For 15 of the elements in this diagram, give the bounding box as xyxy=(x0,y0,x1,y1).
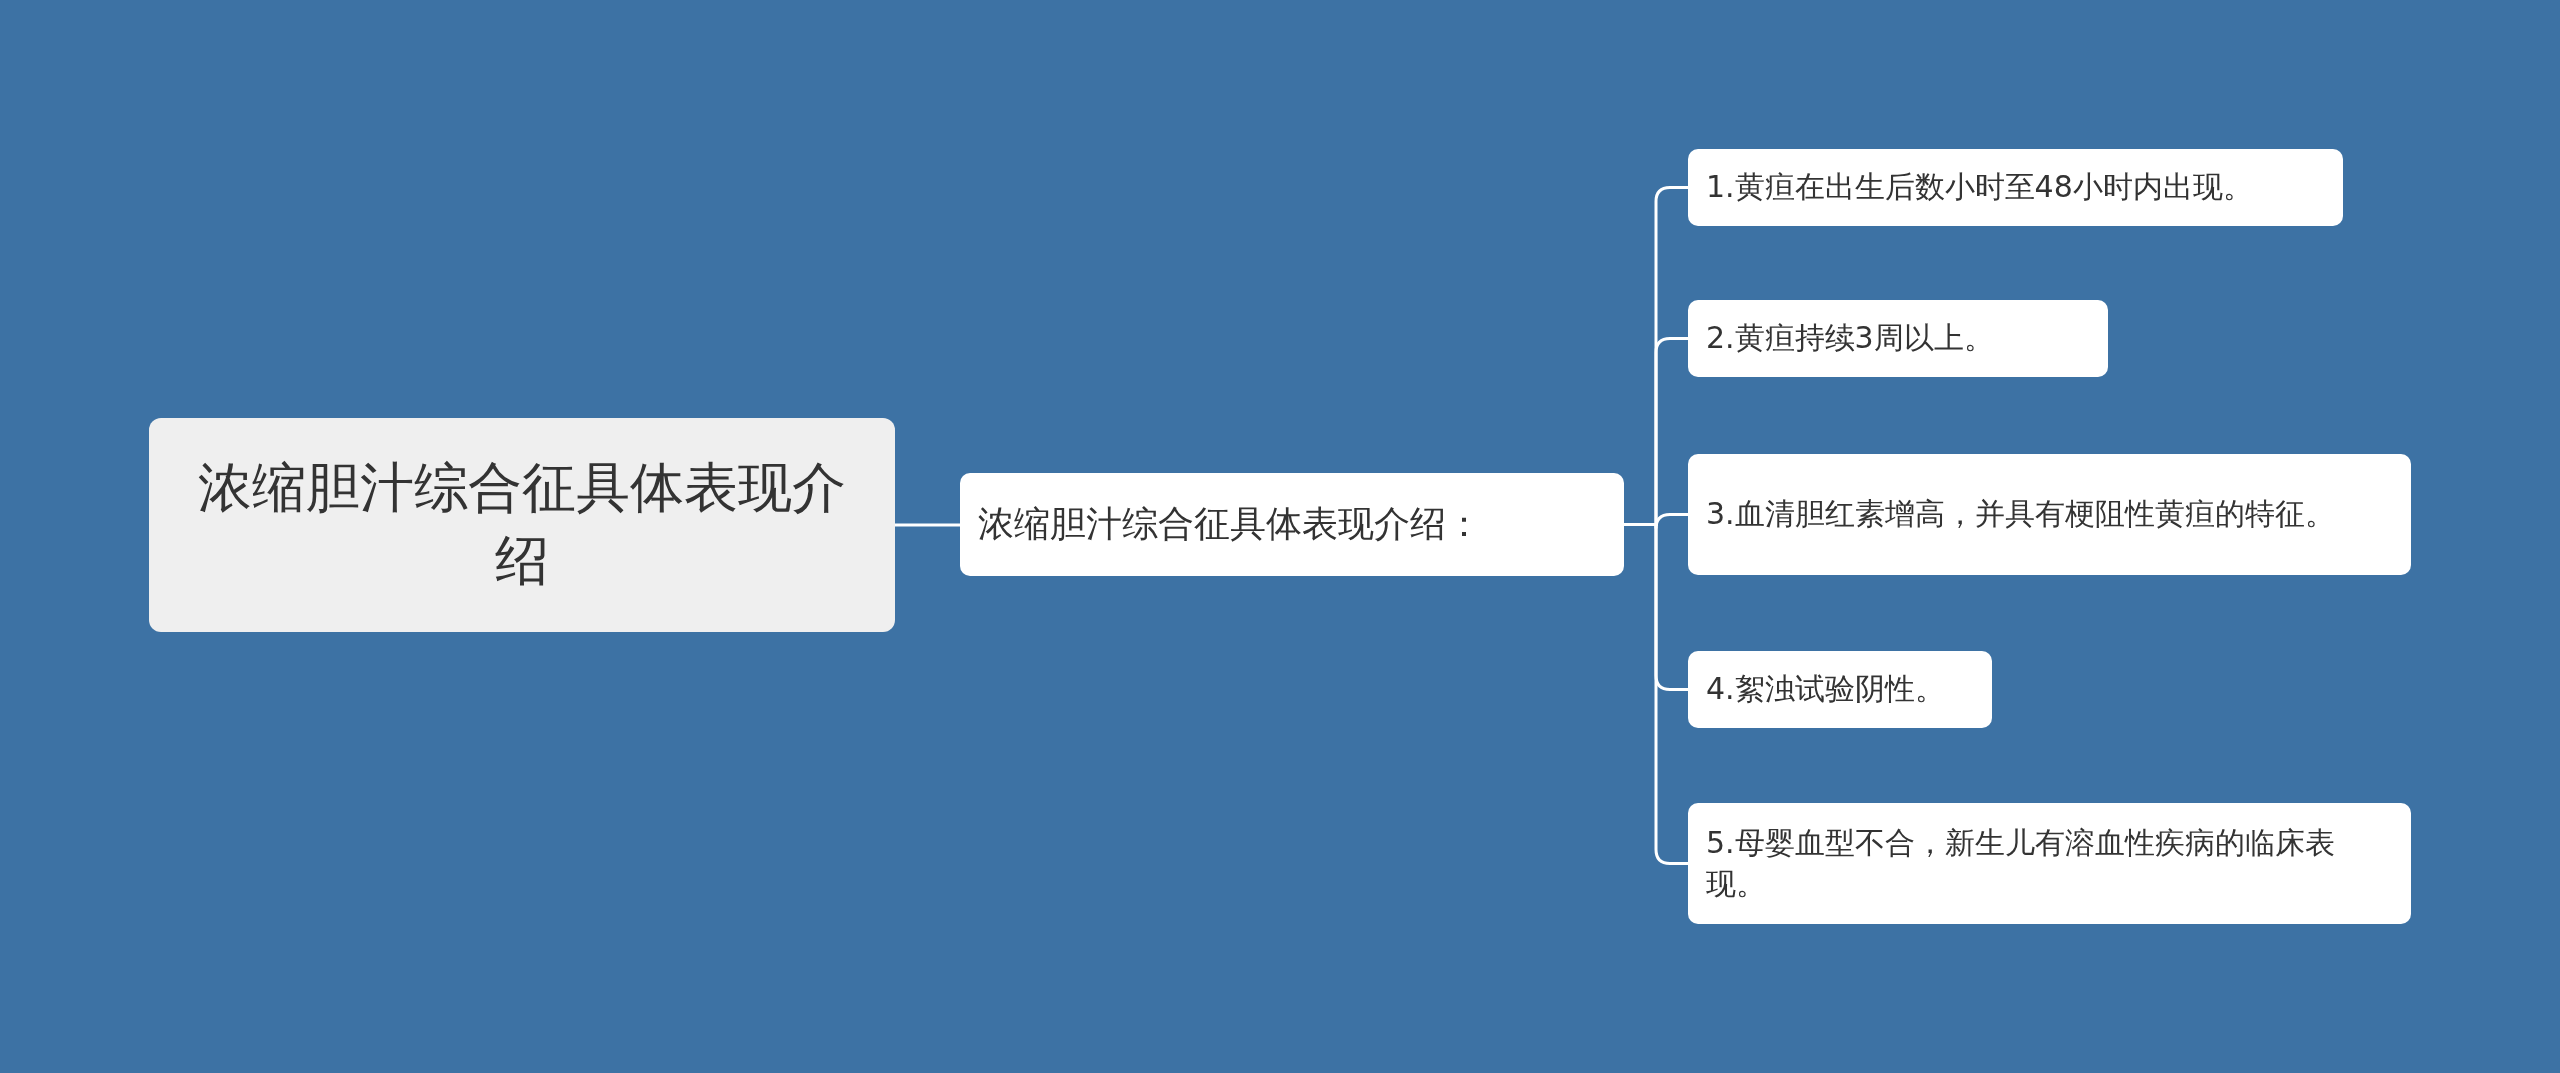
text-box xyxy=(960,473,1624,576)
node-text: 浓缩胆汁综合征具体表现介绍 xyxy=(197,455,847,594)
text-box xyxy=(1688,300,2108,377)
node-text: 1.黄疸在出生后数小时至48小时内出现。 xyxy=(1706,168,2253,207)
node-text: 浓缩胆汁综合征具体表现介绍： xyxy=(978,502,1482,547)
text-box xyxy=(1688,454,2411,575)
node-text: 5.母婴血型不合，新生儿有溶血性疾病的临床表现。 xyxy=(1706,824,2336,903)
node-text: 2.黄疸持续3周以上。 xyxy=(1706,319,1994,358)
connector-line xyxy=(895,523,960,527)
text-box xyxy=(1688,651,1992,728)
text-box xyxy=(1688,149,2343,226)
node-text: 3.血清胆红素增高，并具有梗阻性黄疸的特征。 xyxy=(1706,495,2335,534)
topic-box xyxy=(149,418,895,632)
text-box xyxy=(1688,803,2411,924)
node-text: 4.絮浊试验阴性。 xyxy=(1706,670,1945,709)
